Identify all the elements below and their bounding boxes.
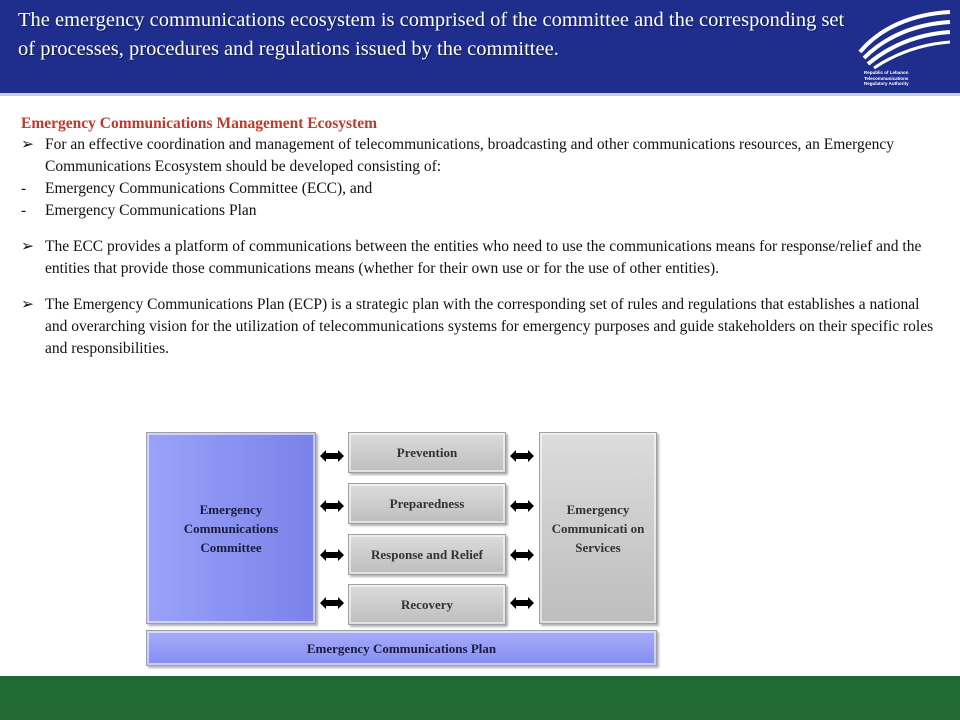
double-headed-arrow-icon <box>510 549 534 561</box>
footer-band <box>0 676 960 720</box>
dash-item: - Emergency Communications Plan <box>21 200 941 222</box>
bullet-text: The Emergency Communications Plan (ECP) … <box>45 296 934 357</box>
phase-box-prevention: Prevention <box>348 432 506 473</box>
committee-box: Emergency Communications Committee <box>146 432 316 624</box>
double-headed-arrow-icon <box>510 500 534 512</box>
bullet-item: ➢ The Emergency Communications Plan (ECP… <box>21 294 941 360</box>
logo-text: Republic of Lebanon Telecommunications R… <box>864 70 954 87</box>
section-heading: Emergency Communications Management Ecos… <box>21 115 378 132</box>
tra-logo: Republic of Lebanon Telecommunications R… <box>850 6 956 92</box>
phase-box-preparedness: Preparedness <box>348 483 506 524</box>
services-box: Emergency Communicati on Services <box>539 432 657 624</box>
logo-line: Republic of Lebanon <box>864 70 909 75</box>
bullet-item: ➢ The ECC provides a platform of communi… <box>21 236 941 280</box>
double-headed-arrow-icon <box>320 549 344 561</box>
bullet-text: The ECC provides a platform of communica… <box>45 238 922 277</box>
double-headed-arrow-icon <box>510 597 534 609</box>
slide-title: The emergency communications ecosystem i… <box>18 9 845 60</box>
dash-text: Emergency Communications Committee (ECC)… <box>45 180 373 197</box>
phase-box-response-relief: Response and Relief <box>348 534 506 575</box>
dash-item: - Emergency Communications Committee (EC… <box>21 178 941 200</box>
double-headed-arrow-icon <box>320 500 344 512</box>
logo-line: Regulatory Authority <box>864 81 909 86</box>
phase-box-recovery: Recovery <box>348 584 506 625</box>
header-bar: The emergency communications ecosystem i… <box>0 0 960 96</box>
bullet-item: ➢ For an effective coordination and mana… <box>21 134 941 178</box>
arrow-bullet-icon: ➢ <box>21 296 34 313</box>
double-headed-arrow-icon <box>510 450 534 462</box>
double-headed-arrow-icon <box>320 597 344 609</box>
bullet-text: For an effective coordination and manage… <box>45 136 895 175</box>
arrow-bullet-icon: ➢ <box>21 136 34 153</box>
dash-text: Emergency Communications Plan <box>45 202 257 219</box>
double-headed-arrow-icon <box>320 450 344 462</box>
tra-wave-logo-icon <box>858 10 951 70</box>
body-text: Emergency Communications Management Ecos… <box>21 114 941 360</box>
dash-marker: - <box>21 202 27 219</box>
logo-line: Telecommunications <box>864 75 909 81</box>
arrow-bullet-icon: ➢ <box>21 238 34 255</box>
plan-bar: Emergency Communications Plan <box>146 630 657 666</box>
dash-marker: - <box>21 180 27 197</box>
